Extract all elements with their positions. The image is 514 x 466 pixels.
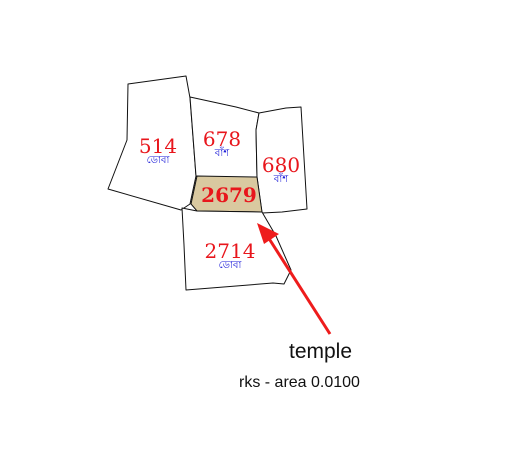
annotation-area-text: rks - area 0.0100 <box>239 374 360 391</box>
plot-2679[interactable]: 2679 <box>190 175 263 213</box>
arrow-head-icon <box>257 223 279 244</box>
plot-678-number: 678 <box>203 127 241 151</box>
plot-680[interactable]: 680 বাঁশ <box>255 106 308 214</box>
plot-514-boundary <box>107 75 197 211</box>
plot-678[interactable]: 678 বাঁশ <box>189 96 260 178</box>
plot-2679-number: 2679 <box>201 183 257 207</box>
plot-678-land-use: বাঁশ <box>214 146 230 159</box>
plot-514-land-use: ডোবা <box>147 155 171 166</box>
plot-680-boundary <box>255 106 308 214</box>
plot-514-number: 514 <box>139 134 177 158</box>
plot-2714-land-use: ডোবা <box>219 260 243 271</box>
plot-2714-number: 2714 <box>205 239 256 263</box>
arrow-shaft <box>266 236 332 335</box>
annotation-title: temple <box>289 340 353 363</box>
annotation-arrow <box>257 223 332 335</box>
plot-514[interactable]: 514 ডোবা <box>107 75 197 211</box>
plot-680-number: 680 <box>262 153 300 177</box>
plot-680-land-use: বাঁশ <box>273 172 289 185</box>
